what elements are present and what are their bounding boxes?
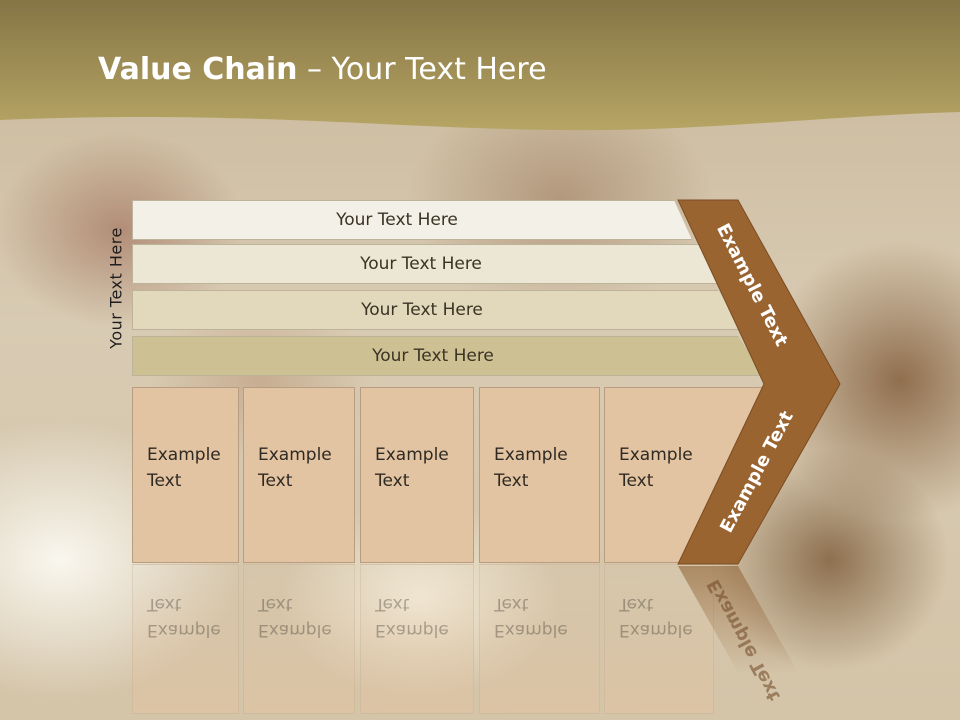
column-5: Example Text [604, 387, 762, 563]
column-label-line1: Example [494, 445, 568, 465]
chevron-label-reflection: Example Text [703, 575, 785, 705]
column-label-line2: Text [494, 471, 529, 491]
header-band [0, 0, 960, 131]
bar-label: Your Text Here [336, 210, 458, 230]
column-label-line2: Text [258, 471, 293, 491]
bar-label: Your Text Here [361, 300, 483, 320]
activity-bar-2: Your Text Here [132, 244, 740, 284]
column-label-line1: Example [147, 445, 221, 465]
slide-title: Value Chain – Your Text Here [98, 52, 547, 87]
column-label-line1: Example [258, 445, 332, 465]
column-3: Example Text [360, 387, 474, 563]
activity-bar-3: Your Text Here [132, 290, 742, 330]
column-2: Example Text [243, 387, 355, 563]
side-label: Your Text Here [106, 227, 126, 349]
activity-bar-1: Your Text Here [132, 200, 692, 240]
column-label-line1: Example [619, 445, 693, 465]
column-label-line2: Text [147, 471, 182, 491]
column-label-line2: Text [619, 471, 654, 491]
column-4: Example Text [479, 387, 600, 563]
bar-label: Your Text Here [372, 346, 494, 366]
activity-bar-4: Your Text Here [132, 336, 764, 376]
column-1: Example Text [132, 387, 239, 563]
column-label-line2: Text [375, 471, 410, 491]
bar-label: Your Text Here [360, 254, 482, 274]
chevron-top-label: Example Text [712, 220, 792, 350]
column-label-line1: Example [375, 445, 449, 465]
